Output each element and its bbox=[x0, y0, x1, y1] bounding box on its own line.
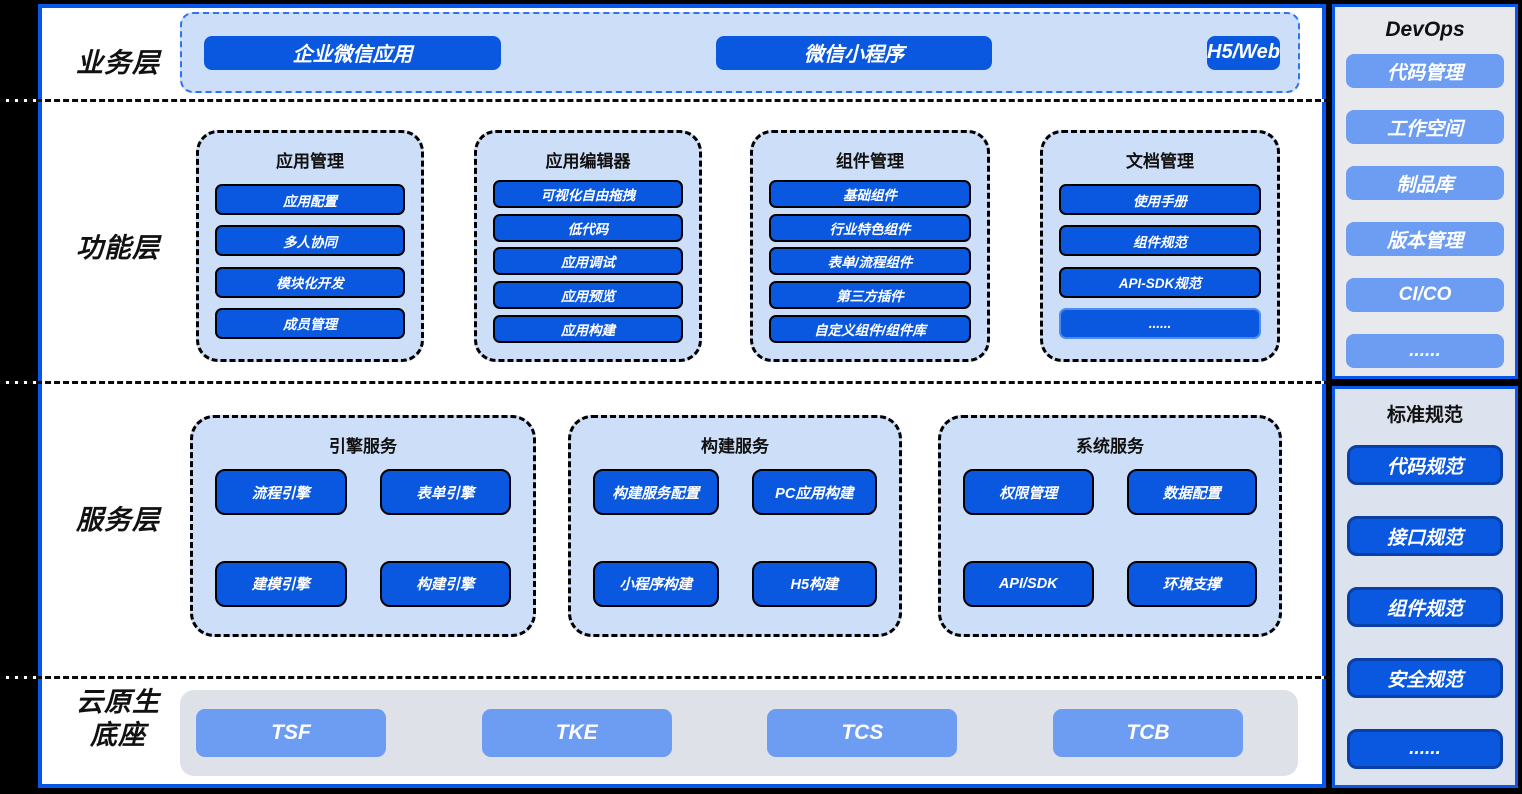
function-node: 行业特色组件 bbox=[769, 213, 971, 242]
devops-node: 工作空间 bbox=[1346, 110, 1504, 144]
devops-node: 制品库 bbox=[1346, 166, 1504, 200]
service-group-engine: 引擎服务 流程引擎表单引擎建模引擎构建引擎 bbox=[190, 415, 536, 637]
function-node: API-SDK规范 bbox=[1059, 266, 1261, 298]
function-group-app-management: 应用管理 应用配置多人协同模块化开发成员管理 bbox=[196, 130, 424, 362]
group-items: 流程引擎表单引擎建模引擎构建引擎 bbox=[193, 457, 533, 634]
group-title: 应用管理 bbox=[276, 152, 344, 171]
function-node: 应用预览 bbox=[493, 281, 683, 310]
service-node: 建模引擎 bbox=[215, 560, 347, 607]
standards-panel: 标准规范 代码规范接口规范组件规范安全规范...... bbox=[1332, 386, 1518, 788]
service-node: 环境支撑 bbox=[1126, 560, 1257, 607]
function-node: 表单/流程组件 bbox=[769, 247, 971, 276]
function-node: 自定义组件/组件库 bbox=[769, 315, 971, 344]
divider-service-cloud bbox=[0, 676, 1330, 679]
layer-label-cloud-native: 云原生 底座 bbox=[48, 686, 188, 752]
function-node: 第三方插件 bbox=[769, 281, 971, 310]
devops-panel-title: DevOps bbox=[1385, 18, 1465, 41]
business-layer-panel: 企业微信应用 微信小程序 H5/Web bbox=[180, 12, 1300, 93]
divider-function-service bbox=[0, 381, 1330, 384]
service-node: PC应用构建 bbox=[751, 469, 877, 515]
service-node: 流程引擎 bbox=[215, 469, 347, 515]
group-items: 可视化自由拖拽低代码应用调试应用预览应用构建 bbox=[493, 174, 683, 349]
standards-node: ...... bbox=[1347, 729, 1503, 769]
devops-panel: DevOps 代码管理工作空间制品库版本管理 CI/CO...... bbox=[1332, 4, 1518, 379]
group-title: 文档管理 bbox=[1126, 152, 1194, 171]
layer-label-cloud-line2: 底座 bbox=[90, 720, 146, 750]
business-node: 企业微信应用 bbox=[204, 35, 501, 70]
group-title: 组件管理 bbox=[836, 152, 904, 171]
service-node: 表单引擎 bbox=[379, 469, 511, 515]
function-node: 应用构建 bbox=[493, 315, 683, 344]
cloud-node: TCS bbox=[767, 709, 958, 757]
layer-label-business: 业务层 bbox=[76, 48, 160, 78]
cloud-native-strip: TSF TKE TCS TCB bbox=[180, 690, 1298, 776]
group-title: 应用编辑器 bbox=[545, 152, 631, 171]
function-node: 可视化自由拖拽 bbox=[493, 179, 683, 208]
group-items: 应用配置多人协同模块化开发成员管理 bbox=[215, 174, 405, 349]
service-node: 小程序构建 bbox=[593, 560, 719, 607]
function-node: 应用调试 bbox=[493, 247, 683, 276]
standards-items: 代码规范接口规范组件规范安全规范...... bbox=[1335, 427, 1515, 769]
group-items: 使用手册组件规范 API-SDK规范...... bbox=[1059, 174, 1261, 349]
function-node: 低代码 bbox=[493, 213, 683, 242]
layer-label-service: 服务层 bbox=[76, 505, 160, 535]
service-node: API/SDK bbox=[963, 560, 1094, 607]
service-node: 构建服务配置 bbox=[593, 469, 719, 515]
business-node: H5/Web bbox=[1207, 35, 1280, 70]
standards-node: 组件规范 bbox=[1347, 587, 1503, 627]
group-title: 构建服务 bbox=[701, 437, 769, 456]
function-group-doc-management: 文档管理 使用手册组件规范 API-SDK规范...... bbox=[1040, 130, 1280, 362]
service-group-system: 系统服务 权限管理数据配置 API/SDK 环境支撑 bbox=[938, 415, 1282, 637]
service-node: 权限管理 bbox=[963, 469, 1094, 515]
devops-node: 代码管理 bbox=[1346, 54, 1504, 88]
layer-label-function: 功能层 bbox=[76, 233, 160, 263]
main-frame bbox=[38, 4, 1326, 788]
function-node: 多人协同 bbox=[215, 225, 405, 257]
service-group-build: 构建服务 构建服务配置 PC应用构建小程序构建 H5构建 bbox=[568, 415, 902, 637]
group-title: 引擎服务 bbox=[329, 437, 397, 456]
divider-business-function bbox=[0, 99, 1330, 102]
function-group-app-editor: 应用编辑器 可视化自由拖拽低代码应用调试应用预览应用构建 bbox=[474, 130, 702, 362]
standards-node: 代码规范 bbox=[1347, 445, 1503, 485]
service-node: H5构建 bbox=[751, 560, 877, 607]
cloud-node: TCB bbox=[1052, 709, 1243, 757]
function-node: 组件规范 bbox=[1059, 225, 1261, 257]
standards-panel-title: 标准规范 bbox=[1386, 405, 1463, 426]
service-node: 构建引擎 bbox=[379, 560, 511, 607]
function-node: 成员管理 bbox=[215, 307, 405, 339]
service-node: 数据配置 bbox=[1126, 469, 1257, 515]
group-items: 权限管理数据配置 API/SDK 环境支撑 bbox=[941, 457, 1279, 634]
function-node: 模块化开发 bbox=[215, 266, 405, 298]
group-items: 构建服务配置 PC应用构建小程序构建 H5构建 bbox=[571, 457, 899, 634]
standards-node: 接口规范 bbox=[1347, 516, 1503, 556]
function-group-component-management: 组件管理 基础组件行业特色组件表单/流程组件第三方插件自定义组件/组件库 bbox=[750, 130, 990, 362]
function-node: 使用手册 bbox=[1059, 184, 1261, 216]
cloud-node: TKE bbox=[481, 709, 672, 757]
standards-node: 安全规范 bbox=[1347, 658, 1503, 698]
group-title: 系统服务 bbox=[1076, 437, 1144, 456]
devops-node: 版本管理 bbox=[1346, 222, 1504, 256]
function-node: 应用配置 bbox=[215, 184, 405, 216]
group-items: 基础组件行业特色组件表单/流程组件第三方插件自定义组件/组件库 bbox=[769, 174, 971, 349]
devops-node: ...... bbox=[1346, 334, 1504, 368]
function-node: ...... bbox=[1059, 307, 1261, 339]
devops-node: CI/CO bbox=[1346, 278, 1504, 312]
cloud-node: TSF bbox=[196, 709, 386, 757]
layer-label-cloud-line1: 云原生 bbox=[76, 687, 160, 717]
devops-items: 代码管理工作空间制品库版本管理 CI/CO...... bbox=[1335, 42, 1515, 368]
function-node: 基础组件 bbox=[769, 179, 971, 208]
business-node: 微信小程序 bbox=[716, 35, 992, 70]
